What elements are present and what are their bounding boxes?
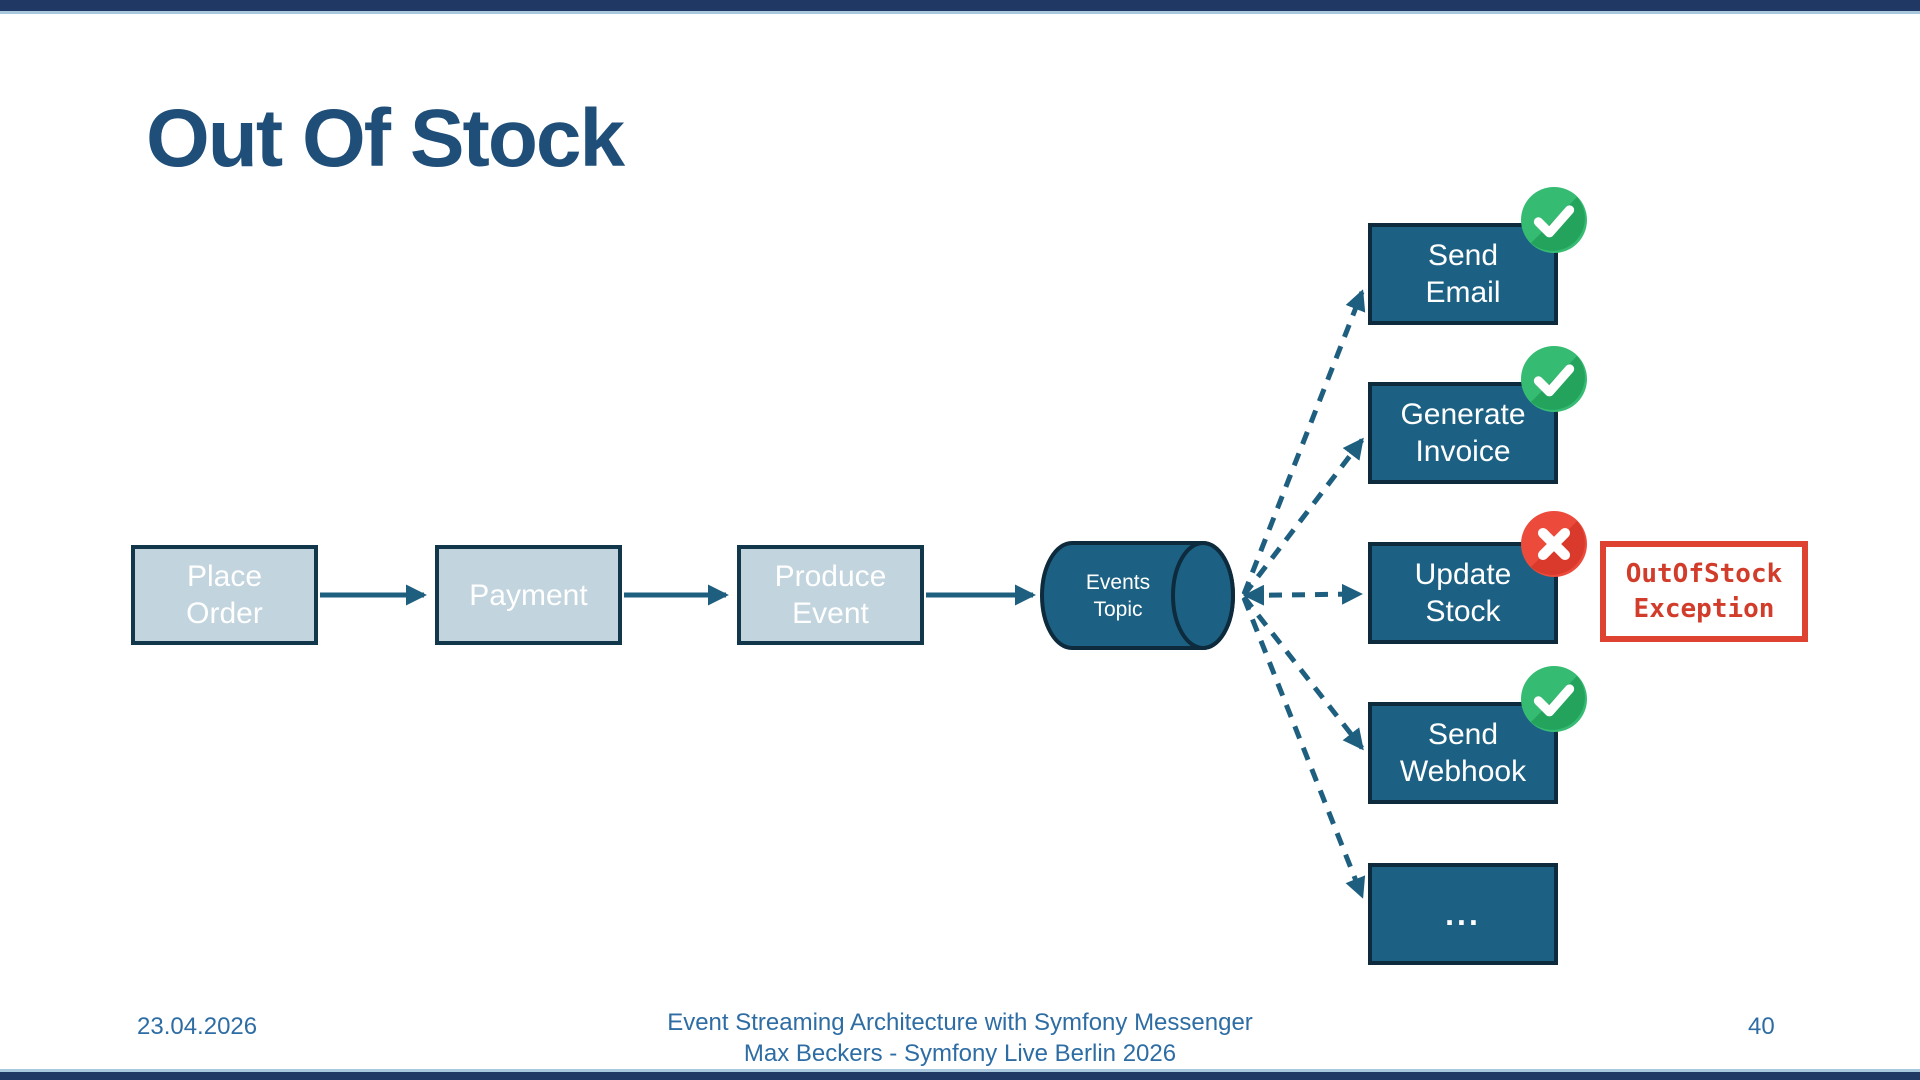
- step-box-place-order: Place Order: [131, 545, 318, 645]
- handler-box-send-email: Send Email: [1368, 223, 1558, 325]
- handler-label: Email: [1425, 276, 1501, 309]
- success-check-icon: [1521, 187, 1587, 253]
- footer-date: 23.04.2026: [137, 1013, 258, 1040]
- footer-author-line: Max Beckers - Symfony Live Berlin 2026: [743, 1040, 1177, 1067]
- step-label: Payment: [469, 578, 588, 612]
- events-topic-label: Events Topic: [1042, 543, 1194, 648]
- error-cross-icon: [1521, 511, 1587, 577]
- handler-box-send-webhook: Send Webhook: [1368, 702, 1558, 804]
- step-label: Place: [186, 560, 263, 593]
- page-number: 40: [1748, 1013, 1775, 1040]
- success-check-icon: [1521, 666, 1587, 732]
- topic-label-line: Events: [1085, 570, 1151, 594]
- step-box-payment: Payment: [435, 545, 622, 645]
- out-of-stock-exception-callout: OutOfStock Exception: [1600, 541, 1808, 642]
- events-topic-cylinder: [1040, 541, 1236, 650]
- exception-label-line: Exception: [1633, 593, 1775, 624]
- handler-label: Stock: [1425, 595, 1501, 628]
- subscription-arrows: [1241, 289, 1366, 899]
- arrow-topic-to-send-webhook: [1242, 595, 1364, 751]
- step-box-produce-event: Produce Event: [737, 545, 924, 645]
- footer-title-line: Event Streaming Architecture with Symfon…: [667, 1009, 1253, 1036]
- handler-label: Webhook: [1399, 755, 1527, 788]
- handler-label: Send: [1427, 718, 1499, 751]
- footer-center: Event Streaming Architecture with Symfon…: [0, 1007, 1920, 1069]
- page-title: Out Of Stock: [146, 93, 625, 184]
- step-label: Order: [186, 597, 263, 630]
- handler-box-update-stock: Update Stock: [1368, 542, 1558, 644]
- handler-label: Send: [1427, 239, 1499, 272]
- top-accent-line: [0, 11, 1920, 14]
- step-label: Produce: [774, 560, 887, 593]
- arrow-topic-to-send-email: [1241, 289, 1366, 595]
- handler-label: ...: [1445, 895, 1481, 932]
- handler-label: Update: [1414, 558, 1512, 591]
- handler-label: Generate: [1400, 398, 1526, 431]
- arrow-topic-to-update-stock: [1243, 583, 1363, 606]
- handler-label: Invoice: [1415, 435, 1511, 468]
- success-check-icon: [1521, 346, 1587, 412]
- step-label: Event: [792, 597, 869, 630]
- bottom-accent-bar: [0, 1072, 1920, 1080]
- topic-label-line: Topic: [1093, 597, 1143, 621]
- top-accent-bar: [0, 0, 1920, 11]
- arrow-topic-to-generate-invoice: [1242, 437, 1364, 597]
- handler-box-generate-invoice: Generate Invoice: [1368, 382, 1558, 484]
- bottom-accent-line: [0, 1069, 1920, 1072]
- arrow-topic-to-more-handlers: [1241, 597, 1366, 899]
- exception-label-line: OutOfStock: [1625, 558, 1783, 589]
- handler-box-more: ...: [1368, 863, 1558, 965]
